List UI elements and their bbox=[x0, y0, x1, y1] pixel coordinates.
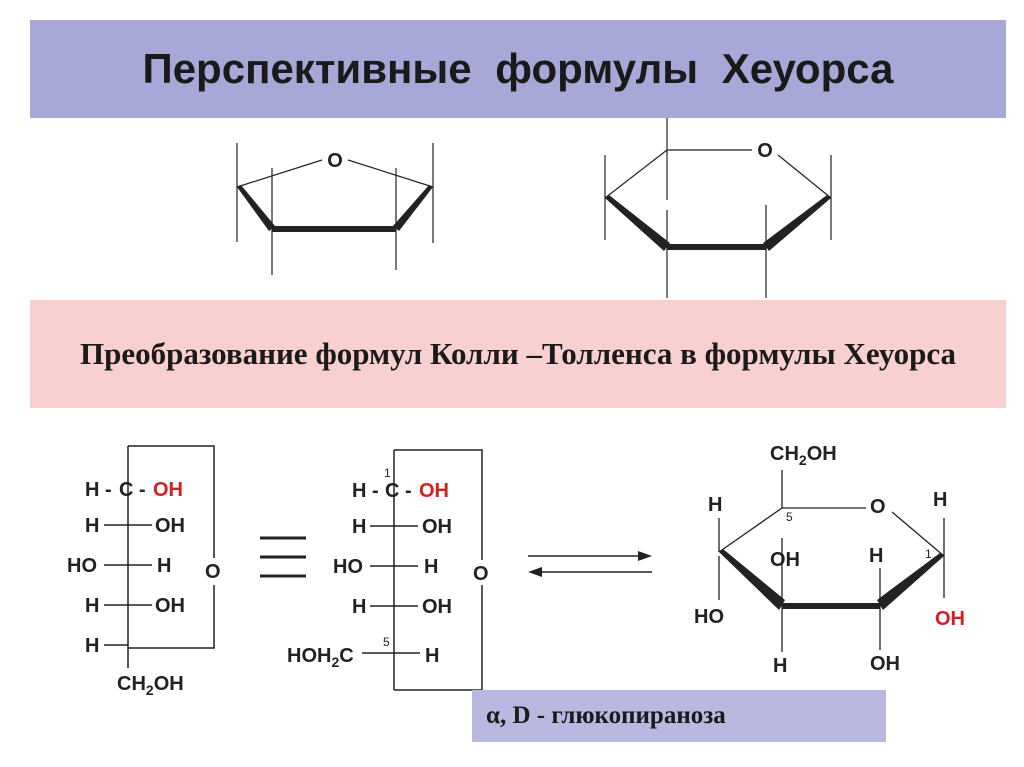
ct1-row1-h: H bbox=[85, 479, 99, 501]
title-bar: Перспективные формулы Хеуорса bbox=[30, 20, 1006, 118]
ct1-ch2oh: CH2OH bbox=[117, 673, 184, 698]
ct1-row1-dash2: - bbox=[139, 479, 146, 501]
caption-text: α, D - глюкопираноза bbox=[486, 702, 726, 729]
haworth-ring-oxygen: O bbox=[870, 496, 886, 518]
furanose-oxygen: O bbox=[327, 150, 343, 172]
ct2-row1-c: C bbox=[385, 480, 399, 502]
ct1-row4-oh: OH bbox=[155, 595, 185, 617]
haworth-c5-number: 5 bbox=[786, 510, 793, 524]
furanose-ring bbox=[236, 143, 434, 275]
pyranose-oxygen: O bbox=[757, 140, 773, 162]
haworth-c4-oh: OH bbox=[770, 549, 800, 571]
ct2-row5-hoh2c: HOH2C bbox=[287, 645, 354, 670]
ct2-ring-oxygen: O bbox=[473, 563, 489, 585]
pyranose-ring bbox=[604, 118, 832, 298]
ct2-row5-h: H bbox=[425, 645, 439, 667]
ct2-row1-dash2: - bbox=[405, 480, 412, 502]
ct2-row1-h: H bbox=[352, 480, 366, 502]
haworth-c2-oh: OH bbox=[870, 653, 900, 675]
ct2-row2-oh: OH bbox=[422, 516, 452, 538]
ct1-ring-oxygen: O bbox=[205, 561, 221, 583]
ct1-row1-c: C bbox=[119, 479, 133, 501]
ct1-row2-oh: OH bbox=[155, 515, 185, 537]
ct2-c5-number: 5 bbox=[383, 635, 390, 649]
ct2-row1-dash1: - bbox=[372, 480, 379, 502]
caption-box: α, D - глюкопираноза bbox=[472, 690, 886, 742]
ct2-row1-oh: OH bbox=[419, 480, 449, 502]
ct1-row4-h: H bbox=[85, 595, 99, 617]
ct2-row3-h: H bbox=[424, 556, 438, 578]
haworth-c1-h: H bbox=[933, 489, 947, 511]
ct2-row3-ho: HO bbox=[333, 556, 363, 578]
colley-tollens-formula-1: H - C - OH H OH HO H H OH H O CH2OH bbox=[67, 445, 221, 698]
page-title: Перспективные формулы Хеуорса bbox=[142, 45, 894, 92]
haworth-projection: CH2OH 5 O H 1 H OH H HO OH H OH bbox=[694, 443, 965, 677]
ct1-row5-h: H bbox=[85, 635, 99, 657]
haworth-c5-h: H bbox=[708, 494, 722, 516]
ct2-row4-oh: OH bbox=[422, 596, 452, 618]
ct1-row3-h: H bbox=[157, 555, 171, 577]
ct2-row4-h: H bbox=[352, 596, 366, 618]
ct1-row3-ho: HO bbox=[67, 555, 97, 577]
ct2-c1-number: 1 bbox=[384, 466, 391, 480]
haworth-c3-h: H bbox=[773, 655, 787, 677]
colley-tollens-formula-2: 1 H - C - OH H OH HO H H OH 5 HOH2C H O bbox=[287, 449, 489, 691]
haworth-c1-number: 1 bbox=[925, 547, 932, 561]
ct2-row2-h: H bbox=[352, 516, 366, 538]
subtitle-text: Преобразование формул Колли –Толленса в … bbox=[79, 336, 956, 371]
haworth-c3-h-up: H bbox=[869, 545, 883, 567]
equivalence-sign bbox=[260, 536, 306, 578]
ct1-row1-oh: OH bbox=[153, 479, 183, 501]
ct1-row1-dash1: - bbox=[105, 479, 112, 501]
subtitle-bar: Преобразование формул Колли –Толленса в … bbox=[30, 300, 1006, 408]
haworth-c1-oh: OH bbox=[935, 608, 965, 630]
haworth-ch2oh: CH2OH bbox=[770, 443, 837, 468]
equilibrium-arrows bbox=[528, 551, 652, 577]
ct1-row2-h: H bbox=[85, 515, 99, 537]
haworth-c4-ho: HO bbox=[694, 606, 724, 628]
